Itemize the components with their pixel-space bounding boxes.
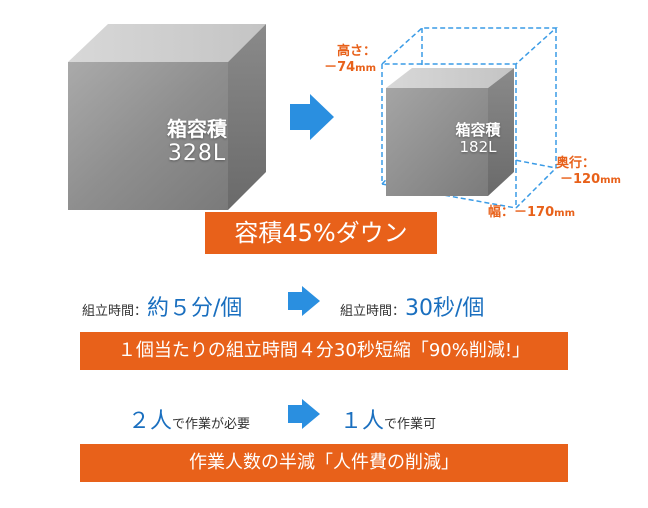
large-box-icon: [68, 24, 266, 210]
height-dimension-value: －74mm: [324, 60, 376, 76]
assembly-before-value: 約５分/個: [147, 296, 243, 321]
volume-reduction-banner: 容積45%ダウン: [205, 212, 437, 254]
workers-before-count: ２人: [128, 409, 173, 434]
width-dimension-value: －170: [514, 205, 555, 220]
small-box-icon: [386, 68, 514, 196]
small-box-label-line1: 箱容積: [455, 121, 501, 139]
arrow-right-icon: [290, 94, 334, 140]
large-box-label: 箱容積 328L: [152, 117, 242, 167]
width-dimension: 幅：－170mm: [488, 205, 575, 220]
assembly-time-banner: １個当たりの組立時間４分30秒短縮「90%削減!」: [80, 332, 568, 370]
workers-after-count: １人: [340, 409, 385, 434]
depth-dimension-label: 奥行：: [556, 156, 596, 171]
workers-after: １人で作業可: [340, 403, 436, 435]
width-dimension-label: 幅：: [488, 205, 515, 220]
assembly-after-value: 30秒/個: [405, 296, 485, 321]
arrow-right-icon: [288, 399, 320, 429]
depth-dimension: 奥行： －120mm: [556, 156, 621, 189]
height-dimension: 高さ： －74mm: [324, 44, 376, 77]
workers-after-text: で作業可: [384, 417, 437, 432]
workers-banner: 作業人数の半減「人件費の削減」: [80, 444, 568, 482]
assembly-after-label: 組立時間：: [340, 304, 406, 319]
assembly-before-label: 組立時間：: [82, 304, 148, 319]
workers-before: ２人で作業が必要: [128, 403, 250, 435]
depth-dimension-value: －120mm: [560, 172, 621, 188]
assembly-before: 組立時間：約５分/個: [82, 290, 242, 322]
arrow-right-icon: [288, 286, 320, 316]
assembly-after: 組立時間：30秒/個: [340, 290, 484, 322]
workers-before-text: で作業が必要: [172, 417, 251, 432]
small-box-label: 箱容積 182L: [445, 121, 511, 157]
large-box-label-line2: 328L: [167, 141, 227, 166]
large-box-label-line1: 箱容積: [167, 117, 227, 141]
small-box-label-line2: 182L: [459, 138, 497, 157]
height-dimension-label: 高さ：: [336, 44, 376, 59]
